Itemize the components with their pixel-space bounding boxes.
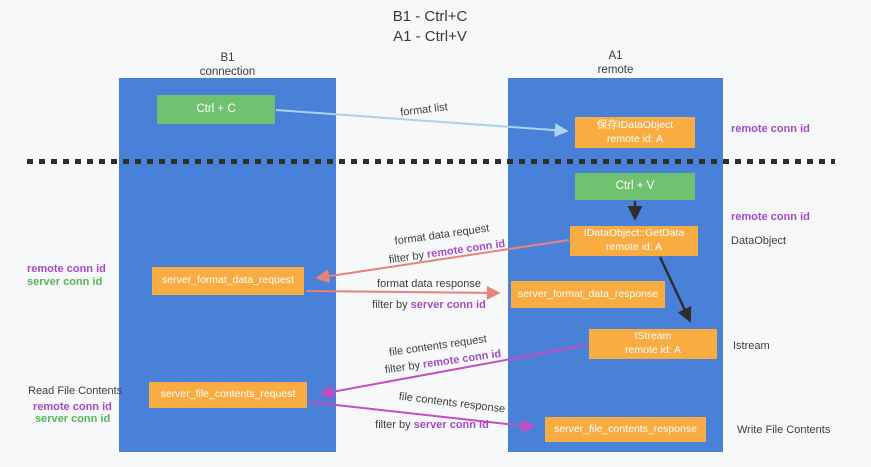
title-line-2: A1 - Ctrl+V bbox=[393, 28, 467, 46]
node-server-format-data-request: server_format_data_request bbox=[152, 267, 304, 295]
side-label-write-file-contents: Write File Contents bbox=[737, 424, 831, 436]
node-idataobject-getdata: IDataObject::GetData remote id: A bbox=[570, 226, 698, 256]
node-save-idataobject: 保存IDataObject remote id: A bbox=[575, 117, 695, 148]
server-conn-id-text-2: server conn id bbox=[413, 419, 489, 431]
lane-header-a1: A1 remote bbox=[508, 49, 723, 78]
node-istream: IStream remote id: A bbox=[589, 329, 717, 359]
node-ctrl-c-label: Ctrl + C bbox=[196, 103, 236, 116]
side-label-format-server-conn-id: server conn id bbox=[27, 276, 103, 288]
side-label-file-server-conn-id: server conn id bbox=[35, 413, 111, 425]
node-server-file-contents-response: server_file_contents_response bbox=[545, 417, 706, 442]
side-label-file-remote-conn-id: remote conn id bbox=[33, 401, 112, 413]
node-istream-line2: remote id: A bbox=[624, 344, 682, 356]
server-conn-id-text-1: server conn id bbox=[410, 299, 486, 311]
lane-header-b1: B1 connection bbox=[119, 51, 336, 80]
node-server-file-contents-response-label: server_file_contents_response bbox=[553, 422, 697, 435]
lane-header-a1-name: A1 bbox=[608, 50, 623, 62]
diagram-title: B1 - Ctrl+C A1 - Ctrl+V bbox=[0, 7, 860, 48]
node-ctrl-v-label: Ctrl + V bbox=[615, 180, 655, 193]
node-save-idataobject-line1: 保存IDataObject bbox=[596, 118, 674, 131]
side-label-dataobject: DataObject bbox=[731, 235, 787, 247]
node-getdata-line2: remote id: A bbox=[605, 241, 663, 253]
node-ctrl-v: Ctrl + V bbox=[575, 173, 695, 200]
title-line-1: B1 - Ctrl+C bbox=[392, 8, 468, 25]
side-label-remote-conn-id-mid: remote conn id bbox=[731, 211, 810, 223]
side-label-istream: Istream bbox=[733, 340, 770, 352]
side-label-remote-conn-id-top: remote conn id bbox=[731, 123, 810, 135]
node-server-file-contents-request-label: server_file_contents_request bbox=[160, 388, 296, 401]
edge-label-format-data-response-text: format data response bbox=[377, 278, 481, 290]
node-server-format-data-response: server_format_data_response bbox=[511, 281, 665, 308]
node-server-format-data-request-label: server_format_data_request bbox=[162, 274, 294, 287]
edge-label-file-contents-response: file contents response bbox=[398, 391, 506, 416]
node-istream-line1: IStream bbox=[634, 330, 672, 343]
filter-by-text-3: filter by bbox=[384, 359, 421, 377]
edge-label-file-contents-response-text: file contents response bbox=[398, 390, 506, 416]
side-label-read-file-contents: Read File Contents bbox=[28, 385, 123, 397]
node-server-file-contents-request: server_file_contents_request bbox=[149, 382, 307, 408]
lane-header-b1-name: B1 bbox=[220, 52, 235, 64]
edge-label-format-list: format list bbox=[400, 101, 449, 119]
filter-by-text-4: filter by bbox=[375, 419, 411, 431]
node-server-format-data-response-label: server_format_data_response bbox=[517, 287, 659, 300]
lane-header-b1-role: connection bbox=[199, 66, 256, 79]
side-label-format-remote-conn-id: remote conn id bbox=[27, 263, 106, 275]
filter-by-text-1: filter by bbox=[388, 249, 425, 267]
node-save-idataobject-line2: remote id: A bbox=[606, 132, 664, 145]
phase-divider-dashed-line bbox=[27, 159, 835, 164]
edge-label-format-data-response: format data response bbox=[377, 278, 481, 290]
node-ctrl-c: Ctrl + C bbox=[157, 95, 275, 124]
edge-label-format-list-text: format list bbox=[399, 101, 449, 119]
node-getdata-line1: IDataObject::GetData bbox=[583, 227, 685, 240]
filter-by-text-2: filter by bbox=[372, 299, 408, 311]
lane-header-a1-role: remote bbox=[597, 64, 634, 77]
